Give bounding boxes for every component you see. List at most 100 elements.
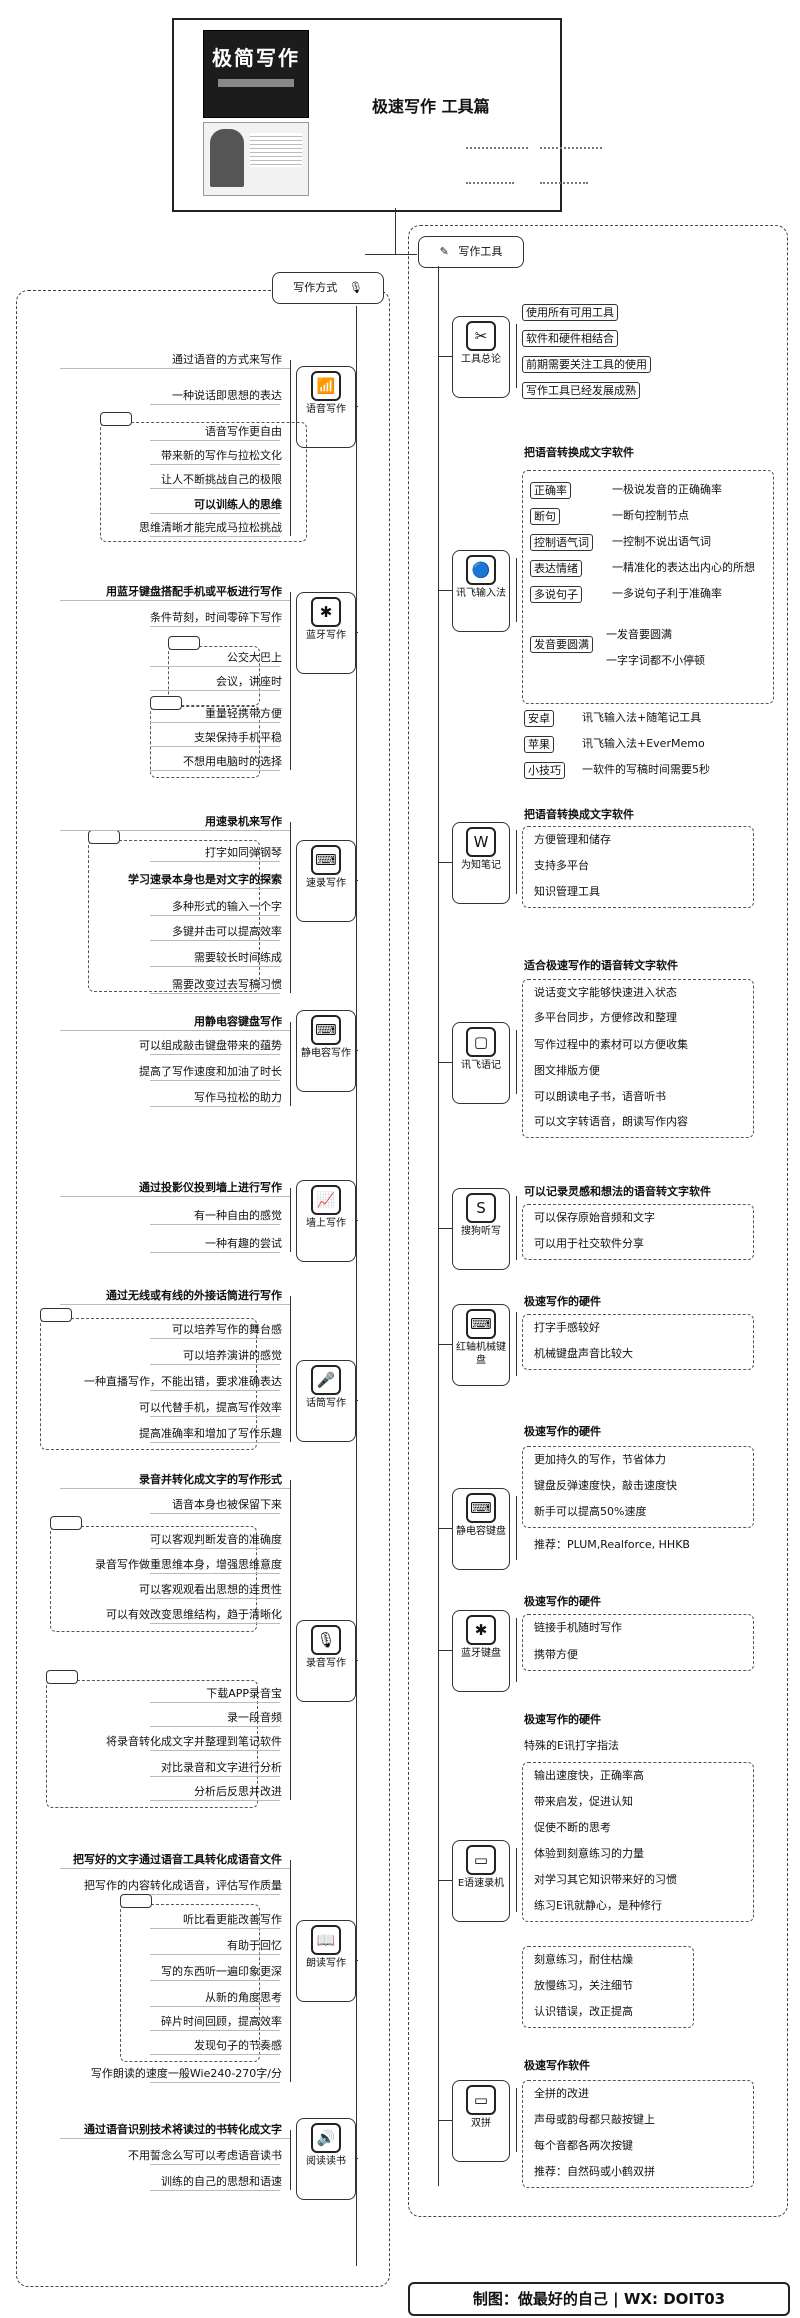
left-item-underline <box>60 1304 290 1305</box>
wireless-mic-icon: 📶 <box>311 371 341 401</box>
microphone-icon: 🎤 <box>311 1365 341 1395</box>
wiz-note-icon: W <box>466 827 496 857</box>
left-group-node: 📈 墙上写作 <box>296 1180 356 1262</box>
right-group-node: ✱蓝牙键盘 <box>452 1610 510 1692</box>
header-scribble-3 <box>466 174 514 184</box>
left-item-underline <box>150 440 280 441</box>
left-group-stem <box>290 822 291 993</box>
header-title: 极速写作 工具篇 <box>372 97 490 116</box>
right-subgroup-box <box>522 979 754 1138</box>
right-node-connector <box>438 1344 452 1345</box>
right-node-connector <box>438 1880 452 1881</box>
left-item-text: 碎片时间回顾，提高效率 <box>161 2015 282 2028</box>
right-item-text: 讯飞输入法+EverMemo <box>582 737 705 750</box>
left-item-underline <box>150 536 280 537</box>
right-item-tag: 软件和硬件相结合 <box>522 330 618 347</box>
left-item-text: 可以培养写作的舞台感 <box>172 1323 282 1336</box>
left-item-text: 将录音转化成文字并整理到笔记软件 <box>106 1735 282 1748</box>
left-item-underline <box>150 2006 280 2007</box>
left-group-node: 🎤 话筒写作 <box>296 1360 356 1442</box>
left-item-text: 需要较长时间练成 <box>194 951 282 964</box>
left-item-underline <box>150 966 280 967</box>
right-item-tag: 多说句子 <box>530 586 582 603</box>
left-item-text: 通过语音识别技术将读过的书转化成文字 <box>84 2123 282 2136</box>
left-item-underline <box>150 2082 280 2083</box>
right-item-text: 可以用于社交软件分享 <box>534 1237 644 1250</box>
right-item-text: 练习E讯就静心，是种修行 <box>534 1899 662 1912</box>
right-subgroup-box <box>522 1614 754 1671</box>
right-node-connector <box>438 590 452 591</box>
left-item-underline <box>60 368 290 369</box>
left-item-text: 分析后反思并改进 <box>194 1785 282 1798</box>
right-group-stem <box>516 1312 517 1376</box>
right-group-node: ⌨红轴机械键盘 <box>452 1304 510 1386</box>
right-item-text: 链接手机随时写作 <box>534 1621 622 1634</box>
right-group-node: ▭E语速录机 <box>452 1840 510 1922</box>
left-item-text: 用静电容键盘写作 <box>194 1015 282 1028</box>
right-item-text: 对学习其它知识带来好的习惯 <box>534 1873 677 1886</box>
left-node-connector <box>354 1960 358 1961</box>
xunfei-logo-icon: 🔵 <box>466 555 496 585</box>
left-item-underline <box>150 746 280 747</box>
right-node-connector <box>438 356 452 357</box>
left-item-text: 可以客观观看出思想的连贯性 <box>139 1583 282 1596</box>
right-group-stem <box>516 2088 517 2152</box>
footer-sep: | <box>613 2290 624 2308</box>
left-item-underline <box>150 1080 280 1081</box>
left-item-text: 语音写作更自由 <box>205 425 282 438</box>
left-node-connector <box>354 406 358 407</box>
left-group-label: 录音写作 <box>306 1658 346 1669</box>
left-group-node: ⌨速录写作 <box>296 840 356 922</box>
left-group-label: 朗读写作 <box>306 1958 346 1969</box>
author-text-lines <box>250 133 302 167</box>
left-group-node: 🎙录音写作 <box>296 1620 356 1702</box>
left-item-underline <box>150 1954 280 1955</box>
footer-box: 制图：做最好的自己 | WX: DOIT03 <box>408 2282 790 2316</box>
left-item-text: 把写作的内容转化成语音，评估写作质量 <box>84 1879 282 1892</box>
right-group-stem <box>516 558 517 622</box>
right-item-text: 声母或韵母都只敲按键上 <box>534 2113 655 2126</box>
left-item-text: 可以培养演讲的感觉 <box>183 1349 282 1362</box>
double-pinyin-icon: ▭ <box>466 2085 496 2115</box>
left-item-text: 一种直播写作，不能出错，要求准确表达 <box>84 1375 282 1388</box>
pen-tool-icon: ✎ <box>439 245 449 258</box>
right-item-text: 讯飞输入法+随笔记工具 <box>582 711 702 724</box>
left-group-label: 速录写作 <box>306 878 346 889</box>
left-group-label: 话筒写作 <box>306 1398 346 1409</box>
right-group-stem <box>516 324 517 388</box>
left-item-text: 多种形式的输入一个字 <box>172 900 282 913</box>
left-item-text: 可以有效改变思维结构，趋于清晰化 <box>106 1608 282 1621</box>
left-subgroup-tag <box>40 1308 72 1322</box>
right-item-text: 可以保存原始音频和文字 <box>534 1211 655 1224</box>
right-item-text: 可以文字转语音，朗读写作内容 <box>534 1115 688 1128</box>
left-subgroup-tag <box>88 830 120 844</box>
right-item-text: 携带方便 <box>534 1648 578 1661</box>
header-scribble-1 <box>466 139 528 149</box>
left-group-stem <box>290 1022 291 1106</box>
left-subgroup-tag <box>50 1516 82 1530</box>
left-group-node: ✱蓝牙写作 <box>296 592 356 674</box>
right-item-text: 可以记录灵感和想法的语音转文字软件 <box>524 1185 711 1198</box>
left-group-label: 蓝牙写作 <box>306 630 346 641</box>
left-item-underline <box>150 722 280 723</box>
right-item-text: 推荐：自然码或小鹤双拼 <box>534 2165 655 2178</box>
left-item-underline <box>150 2164 280 2165</box>
xunfei-note-icon: ▢ <box>466 1027 496 1057</box>
right-item-text: 认识错误，改正提高 <box>534 2005 633 2018</box>
left-group-label: 墙上写作 <box>306 1218 346 1229</box>
left-group-node: 🔊阅读读书 <box>296 2118 356 2200</box>
left-item-underline <box>150 888 280 889</box>
left-item-text: 多键并击可以提高效率 <box>172 925 282 938</box>
keyboard-icon: ⌨ <box>311 1015 341 1045</box>
left-item-underline <box>150 1894 280 1895</box>
left-item-text: 用蓝牙键盘搭配手机或平板进行写作 <box>106 585 282 598</box>
left-item-text: 录音写作做重思维本身，增强思维意度 <box>95 1558 282 1571</box>
left-item-underline <box>150 1573 280 1574</box>
right-item-text: 一多说句子利于准确率 <box>612 587 722 600</box>
chart-board-icon: 📈 <box>311 1185 341 1215</box>
right-subgroup-box <box>522 1946 694 2028</box>
left-item-text: 写作马拉松的助力 <box>194 1091 282 1104</box>
right-group-node: 🔵讯飞输入法 <box>452 550 510 632</box>
bluetooth-icon: ✱ <box>466 1615 496 1645</box>
